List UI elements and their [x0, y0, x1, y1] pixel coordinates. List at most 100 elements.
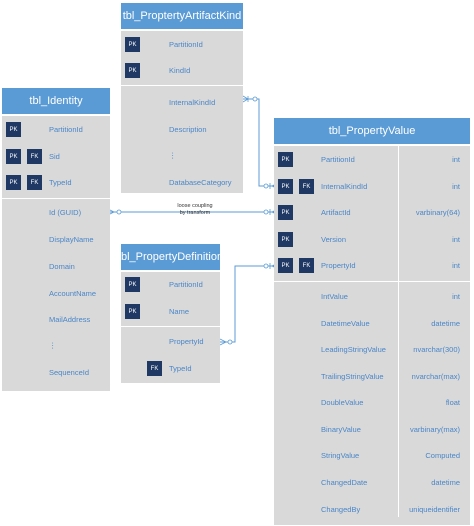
field-name: MailAddress	[49, 315, 91, 324]
field-type: Computed	[425, 451, 460, 460]
table-title: tbl_ProptertyArtifactKind	[121, 3, 243, 31]
pk-badge: PK	[278, 205, 293, 220]
field-name: ChangedDate	[321, 478, 368, 487]
field-type: datetime	[431, 319, 460, 328]
field-name: PropertyId	[321, 261, 356, 270]
field-name: Sid	[49, 152, 60, 161]
pk-badge: PK	[278, 232, 293, 247]
field-type: nvarchar(300)	[413, 345, 460, 354]
field-name: Name	[169, 307, 190, 316]
field-name: ChangedBy	[321, 505, 361, 514]
field-type: nvarchar(max)	[411, 372, 460, 381]
field-name: SequenceId	[49, 368, 90, 377]
table-artifact-kind[interactable]: tbl_ProptertyArtifactKind PK PartitionId…	[121, 3, 243, 193]
field-name: PartitionId	[49, 125, 83, 134]
field-type: int	[452, 292, 460, 301]
fk-badge: FK	[27, 175, 42, 190]
fk-badge: FK	[147, 361, 162, 376]
field-row: InternalKindId	[121, 94, 243, 112]
field-name: Domain	[49, 262, 75, 271]
field-name: DoubleValue	[321, 398, 364, 407]
fk-badge: FK	[299, 179, 314, 194]
field-name: DatabaseCategory	[169, 178, 232, 187]
field-type: uniqueidentifier	[409, 505, 460, 514]
connector-note: loose coupling by transform	[177, 203, 213, 216]
field-name: ArtifactId	[321, 208, 351, 217]
field-name: LeadingStringValue	[321, 345, 386, 354]
pk-badge: PK	[278, 258, 293, 273]
table-title: tbl_PropertyDefinition	[118, 244, 223, 272]
field-row: PK PartitionId	[2, 121, 110, 139]
field-row: PK ArtifactId varbinary(64)	[274, 204, 470, 222]
ellipsis: ⋮	[169, 151, 177, 160]
field-name: PropertyId	[169, 337, 204, 346]
field-name: PartitionId	[169, 280, 203, 289]
column-divider	[398, 146, 399, 517]
field-name: StringValue	[321, 451, 360, 460]
field-row: ⋮	[2, 337, 110, 355]
field-row: FK TypeId	[121, 360, 220, 378]
field-name: InternalKindId	[169, 98, 216, 107]
field-row: PK FK TypeId	[2, 174, 110, 192]
field-name: DisplayName	[49, 235, 94, 244]
field-name: TypeId	[169, 364, 192, 373]
table-identity[interactable]: tbl_Identity PK PartitionId PK FK Sid PK…	[2, 88, 110, 391]
field-row: PropertyId	[121, 333, 220, 351]
divider	[2, 198, 110, 199]
field-row: PK FK Sid	[2, 148, 110, 166]
table-title: tbl_Identity	[2, 88, 110, 116]
field-row: StringValue Computed	[274, 447, 470, 465]
field-row: DisplayName	[2, 231, 110, 249]
field-name: DatetimeValue	[321, 319, 370, 328]
table-property-definition[interactable]: tbl_PropertyDefinition PK PartitionId PK…	[118, 244, 223, 383]
field-row: DoubleValue float	[274, 394, 470, 412]
divider	[121, 85, 243, 86]
field-row: ChangedBy uniqueidentifier	[274, 501, 470, 519]
field-row: PK PartitionId int	[274, 151, 470, 169]
field-type: int	[452, 155, 460, 164]
field-type: varbinary(max)	[409, 425, 460, 434]
field-name: AccountName	[49, 289, 97, 298]
pk-badge: PK	[125, 37, 140, 52]
pk-badge: PK	[125, 63, 140, 78]
pk-badge: PK	[278, 152, 293, 167]
ellipsis: ⋮	[49, 341, 57, 350]
field-name: PartitionId	[321, 155, 355, 164]
field-name: KindId	[169, 66, 191, 75]
field-row: PK Version int	[274, 231, 470, 249]
table-title: tbl_PropertyValue	[274, 118, 470, 146]
field-row: PK FK PropertyId int	[274, 257, 470, 275]
field-row: DatabaseCategory	[121, 174, 243, 192]
connector-internalkindid	[243, 98, 278, 187]
pk-badge: PK	[125, 304, 140, 319]
pk-badge: PK	[278, 179, 293, 194]
field-row: ChangedDate datetime	[274, 474, 470, 492]
field-type: float	[445, 398, 460, 407]
fk-badge: FK	[27, 149, 42, 164]
field-type: datetime	[431, 478, 460, 487]
field-name: IntValue	[321, 292, 348, 301]
field-name: TypeId	[49, 178, 72, 187]
field-row: AccountName	[2, 285, 110, 303]
field-name: TrailingStringValue	[321, 372, 384, 381]
field-row: ⋮	[121, 147, 243, 165]
field-row: LeadingStringValue nvarchar(300)	[274, 341, 470, 359]
pk-badge: PK	[125, 277, 140, 292]
divider	[121, 326, 220, 327]
field-row: PK PartitionId	[121, 36, 243, 54]
field-row: SequenceId	[2, 364, 110, 382]
pk-badge: PK	[6, 175, 21, 190]
field-row: BinaryValue varbinary(max)	[274, 421, 470, 439]
field-row: Id (GUID)	[2, 204, 110, 222]
field-name: Id (GUID)	[49, 208, 82, 217]
field-name: Description	[169, 125, 207, 134]
field-row: PK PartitionId	[121, 276, 220, 294]
connector-propertyid	[220, 265, 278, 343]
field-type: varbinary(64)	[415, 208, 460, 217]
field-type: int	[452, 182, 460, 191]
field-row: PK KindId	[121, 62, 243, 80]
table-property-value[interactable]: tbl_PropertyValue PK PartitionId int PK …	[274, 118, 470, 525]
fk-badge: FK	[299, 258, 314, 273]
pk-badge: PK	[6, 122, 21, 137]
field-type: int	[452, 235, 460, 244]
